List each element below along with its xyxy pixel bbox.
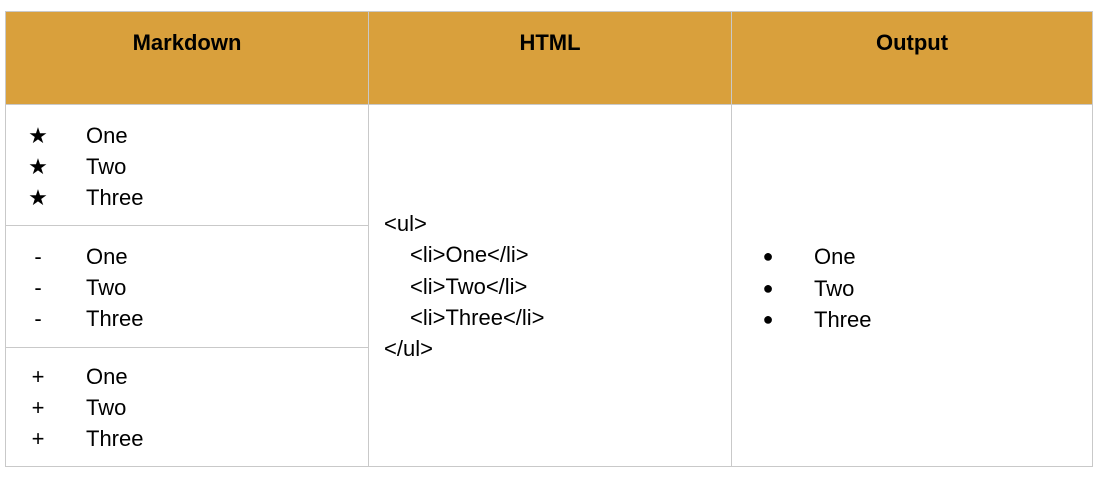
disc-bullet-icon: ● (762, 309, 774, 329)
markdown-column: ★ One ★ Two ★ Three - One - Two - (6, 105, 368, 466)
dash-bullet-icon: - (34, 306, 42, 331)
list-item-text: Two (86, 395, 127, 420)
comparison-table: Markdown HTML Output ★ One ★ Two ★ Three… (5, 11, 1093, 467)
output-column: ● One ● Two ● Three (731, 105, 1092, 466)
code-line: <li>Three</li> (410, 305, 545, 330)
star-bullet-icon: ★ (28, 123, 48, 148)
code-line: <li>Two</li> (410, 274, 528, 299)
list-item-text: One (814, 244, 856, 269)
list-item-text: Three (86, 185, 144, 210)
header-markdown: Markdown (132, 30, 242, 55)
header-html: HTML (368, 12, 731, 104)
header-output: Output (731, 12, 1092, 104)
disc-bullet-icon: ● (762, 246, 774, 266)
list-item-text: One (86, 244, 128, 269)
star-bullet-icon: ★ (28, 154, 48, 179)
markdown-star-list: ★ One ★ Two ★ Three (6, 105, 368, 226)
list-item-text: Three (86, 426, 144, 451)
list-item-text: One (86, 364, 128, 389)
list-item-text: Three (814, 307, 872, 332)
list-item-text: Two (86, 275, 127, 300)
disc-bullet-icon: ● (762, 278, 774, 298)
markdown-plus-list: + One + Two + Three (6, 348, 368, 466)
plus-bullet-icon: + (31, 364, 45, 389)
code-line: <li>One</li> (410, 242, 529, 267)
star-bullet-icon: ★ (28, 185, 48, 210)
code-line: <ul> (384, 211, 427, 236)
list-item-text: Two (814, 276, 855, 301)
dash-bullet-icon: - (34, 244, 42, 269)
dash-bullet-icon: - (34, 275, 42, 300)
code-line: </ul> (384, 336, 433, 361)
html-column: <ul> <li>One</li> <li>Two</li> <li>Three… (368, 105, 731, 466)
list-item-text: One (86, 123, 128, 148)
list-item-text: Three (86, 306, 144, 331)
list-item-text: Two (86, 154, 127, 179)
plus-bullet-icon: + (31, 426, 45, 451)
markdown-dash-list: - One - Two - Three (6, 226, 368, 348)
plus-bullet-icon: + (31, 395, 45, 420)
table-header: Markdown HTML Output (6, 12, 1092, 105)
